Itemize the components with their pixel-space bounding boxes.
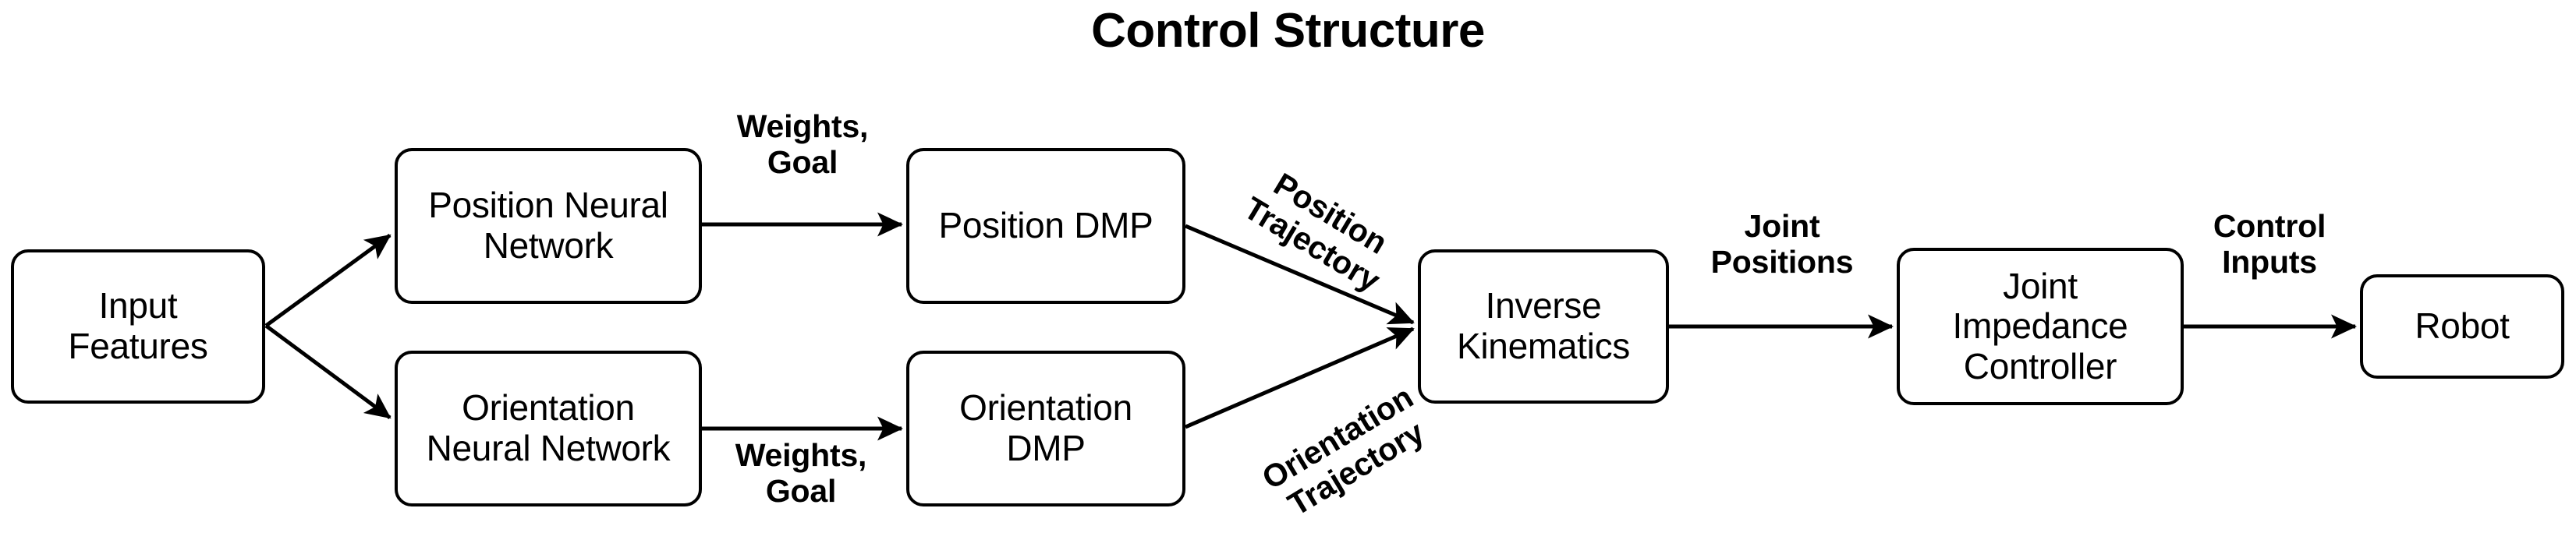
connector-position-dmp-to-inverse-kinematics — [1185, 224, 1415, 325]
node-input-features-label: Input Features — [68, 285, 208, 366]
node-orientation-neural-network-label: Orientation Neural Network — [426, 387, 671, 468]
edge-label-weights-goal-top: Weights, Goal — [736, 108, 869, 180]
node-joint-impedance-controller[interactable]: Joint Impedance Controller — [1897, 248, 2184, 405]
node-orientation-dmp[interactable]: Orientation DMP — [906, 351, 1185, 506]
node-position-neural-network[interactable]: Position Neural Network — [395, 148, 702, 304]
edge-label-joint-positions: Joint Positions — [1710, 208, 1854, 280]
connector-input-to-orientation-nn — [264, 323, 392, 420]
node-robot[interactable]: Robot — [2360, 274, 2564, 379]
page-title: Control Structure — [1091, 4, 1485, 58]
node-joint-impedance-controller-label: Joint Impedance Controller — [1952, 265, 2128, 386]
node-robot-label: Robot — [2415, 305, 2510, 347]
connector-orientation-dmp-to-inverse-kinematics — [1185, 326, 1415, 429]
node-position-neural-network-label: Position Neural Network — [428, 185, 668, 266]
node-input-features[interactable]: Input Features — [11, 249, 265, 404]
connector-input-to-position-nn — [264, 233, 392, 328]
node-orientation-dmp-label: Orientation DMP — [959, 387, 1132, 468]
node-inverse-kinematics[interactable]: Inverse Kinematics — [1418, 249, 1669, 404]
node-position-dmp[interactable]: Position DMP — [906, 148, 1185, 304]
node-position-dmp-label: Position DMP — [938, 205, 1153, 246]
edge-label-weights-goal-bottom: Weights, Goal — [735, 437, 867, 509]
node-orientation-neural-network[interactable]: Orientation Neural Network — [395, 351, 702, 506]
edge-label-control-inputs: Control Inputs — [2213, 208, 2326, 280]
node-inverse-kinematics-label: Inverse Kinematics — [1457, 285, 1630, 366]
